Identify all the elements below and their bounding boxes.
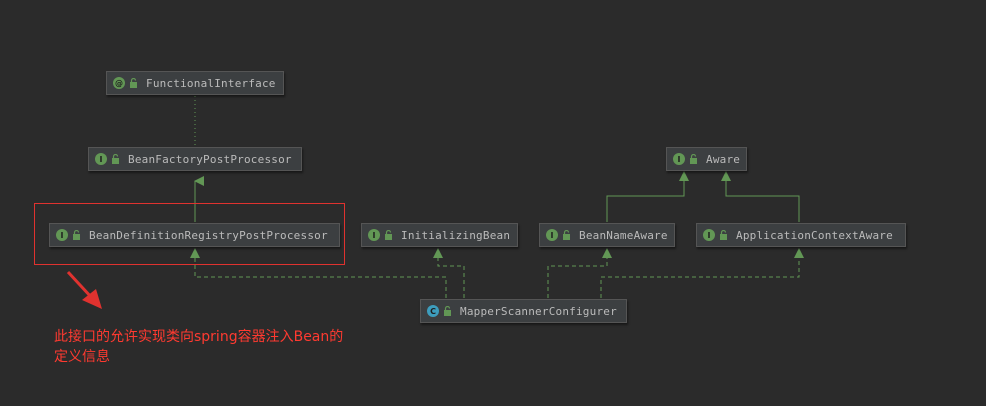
interface-icon: I (368, 229, 380, 241)
interface-icon: I (673, 153, 685, 165)
callout-arrow (66, 270, 102, 309)
node-functional-interface[interactable]: @ FunctionalInterface (106, 71, 284, 95)
interface-icon: I (546, 229, 558, 241)
node-label: Aware (706, 152, 741, 166)
annotation-type-icon: @ (113, 77, 125, 89)
annotation-line-1: 此接口的允许实现类向spring容器注入Bean的 (54, 329, 344, 345)
node-application-context-aware[interactable]: I ApplicationContextAware (696, 223, 906, 247)
extends-edge-appctxaware-to-aware (725, 181, 800, 222)
implements-arrowhead-beannameaware (602, 248, 612, 258)
node-label: BeanFactoryPostProcessor (128, 152, 292, 166)
implements-arrowhead-registry (190, 248, 200, 258)
annotation-line-2: 定义信息 (54, 349, 110, 365)
implements-arrowhead-appctxaware (794, 248, 804, 258)
lock-icon (130, 78, 137, 88)
node-label: BeanDefinitionRegistryPostProcessor (89, 228, 328, 242)
lock-icon (385, 230, 392, 240)
interface-icon: I (56, 229, 68, 241)
annotation-text: 此接口的允许实现类向spring容器注入Bean的 定义信息 (54, 327, 394, 367)
lock-icon (720, 230, 727, 240)
node-label: MapperScannerConfigurer (460, 304, 617, 318)
implements-edge-mapper-to-appctxaware (600, 258, 800, 298)
node-bean-definition-registry-post-processor[interactable]: I BeanDefinitionRegistryPostProcessor (49, 223, 340, 247)
implements-edge-mapper-to-beannameaware (547, 258, 608, 298)
node-label: FunctionalInterface (146, 76, 276, 90)
implements-edge-mapper-to-registry (194, 258, 447, 298)
node-aware[interactable]: I Aware (666, 147, 747, 171)
lock-icon (73, 230, 80, 240)
lock-icon (563, 230, 570, 240)
node-bean-name-aware[interactable]: I BeanNameAware (539, 223, 675, 247)
node-bean-factory-post-processor[interactable]: I BeanFactoryPostProcessor (88, 147, 302, 171)
interface-icon: I (95, 153, 107, 165)
extends-arrowhead-beannameaware (679, 171, 689, 181)
interface-icon: I (703, 229, 715, 241)
node-label: InitializingBean (401, 228, 511, 242)
node-label: BeanNameAware (579, 228, 668, 242)
node-mapper-scanner-configurer[interactable]: C MapperScannerConfigurer (420, 299, 627, 323)
extends-edge-beannameaware-to-aware (606, 181, 685, 222)
highlight-box (34, 203, 345, 265)
class-icon: C (427, 305, 439, 317)
extends-arrowhead-appctxaware (721, 171, 731, 181)
lock-icon (112, 154, 119, 164)
node-initializing-bean[interactable]: I InitializingBean (361, 223, 518, 247)
node-label: ApplicationContextAware (736, 228, 893, 242)
implements-edge-mapper-to-initializingbean (437, 258, 465, 298)
implements-arrowhead-initializingbean (433, 248, 443, 258)
lock-icon (444, 306, 451, 316)
lock-icon (690, 154, 697, 164)
